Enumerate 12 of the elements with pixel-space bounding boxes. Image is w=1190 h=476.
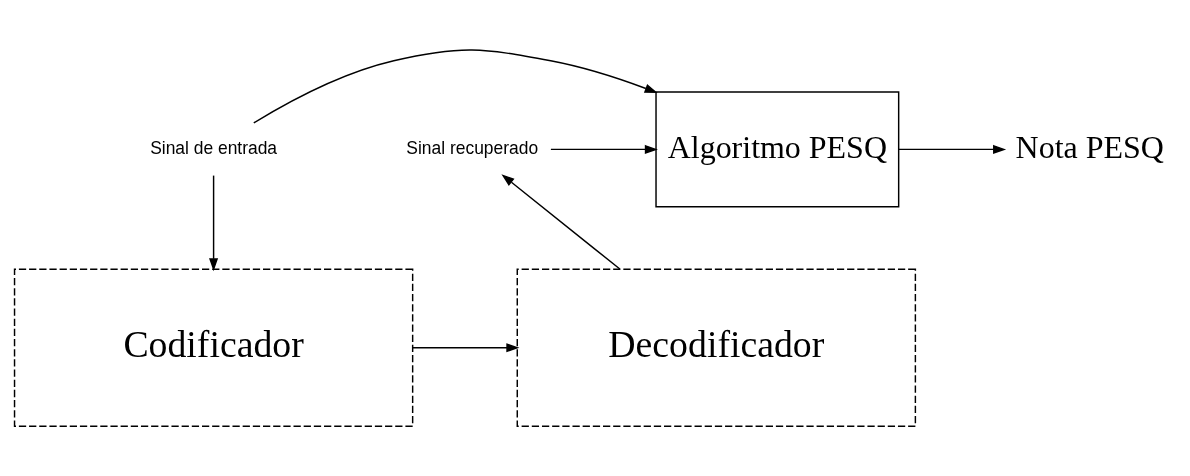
arrow: [412, 343, 520, 353]
node-box: Algoritmo PESQ: [655, 91, 900, 208]
node-text: Nota PESQ: [1015, 129, 1164, 165]
arrow: [898, 144, 1007, 154]
arrow: [501, 174, 621, 270]
arrow: [550, 144, 658, 154]
node-text: Sinal recuperado: [406, 137, 539, 158]
node-box: Codificador: [13, 268, 414, 427]
arrow: [253, 49, 658, 124]
node-box: Decodificador: [516, 268, 917, 427]
node-text: Sinal de entrada: [150, 137, 278, 158]
arrow: [209, 174, 219, 272]
